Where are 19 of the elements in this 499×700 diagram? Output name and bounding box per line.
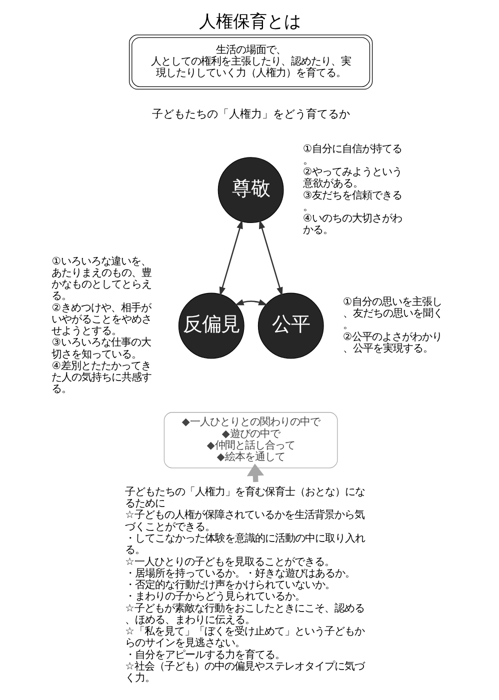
node-text: 子どもたちの「人権力」を育む保育士（おとな）になるために ☆子どもの人権が保障されているかを生活背景から気づくことができる。 ・してこなかった体験を意識的に活動の中に取り入れる。 ☆一人ひとりの子どもを見取ることができる。 ・居場所を持っているか。・好きな遊びはあるか。 ・否定的な行動だけ声をかけられていないか。 ・まわりの子からどう見られているか。 ☆子どもが素敵な行動をおこしたときにこそ、認める、ほめる、まわりに伝える。 ☆「私を見て」「ぼくを受け止めて」という子どもからのサインを見逃さない。 ・自分をアピールする力を育てる。 ☆社会（子ども）の中の偏見やステレオタイプに気づく力。 [124, 486, 365, 684]
node-box: ◆一人ひとりとの関わりの中で ◆遊びの中で ◆仲間と話し合って ◆絵本を通して [163, 412, 338, 468]
node-label: ①いろいろな違いを、あたりまえのもの、豊かなものとしてとらえる。 [51, 255, 152, 302]
node-circle: 尊敬 [217, 157, 284, 223]
node-label: ④差別とたたかってきた人の気持ちに共感する。 [51, 360, 152, 396]
node-label: ③いろいろな仕事の大切さを知っている。 [51, 336, 151, 360]
node-label: ④いのちの大切さがわかる。 [302, 212, 402, 236]
arrow [234, 299, 268, 306]
node-label: ①自分の思いを主張し、友だちの思いを聞く。 [342, 296, 442, 332]
node-label: ③友だちを信頼できる。 [302, 189, 402, 213]
node-label: ②公平のよさがわかり、公平を実現する。 [342, 330, 442, 354]
arrow [258, 220, 282, 296]
label: 子どもたちの「人権力」をどう育てるか [151, 108, 350, 121]
node-label: ②きめつけや、相手がいやがることをやめさせようとする。 [51, 302, 152, 338]
node-label: ①自分に自信が持てる。 [302, 142, 402, 166]
arrow [218, 220, 242, 296]
diagram-title: 人権保育とは [198, 11, 300, 32]
node-box: 生活の場面で、 人としての権利を主張したり、認めたり、実現したりしていく力（人権力）を育てる。 [128, 34, 372, 90]
node-label: ②やってみようという意欲がある。 [302, 166, 402, 190]
